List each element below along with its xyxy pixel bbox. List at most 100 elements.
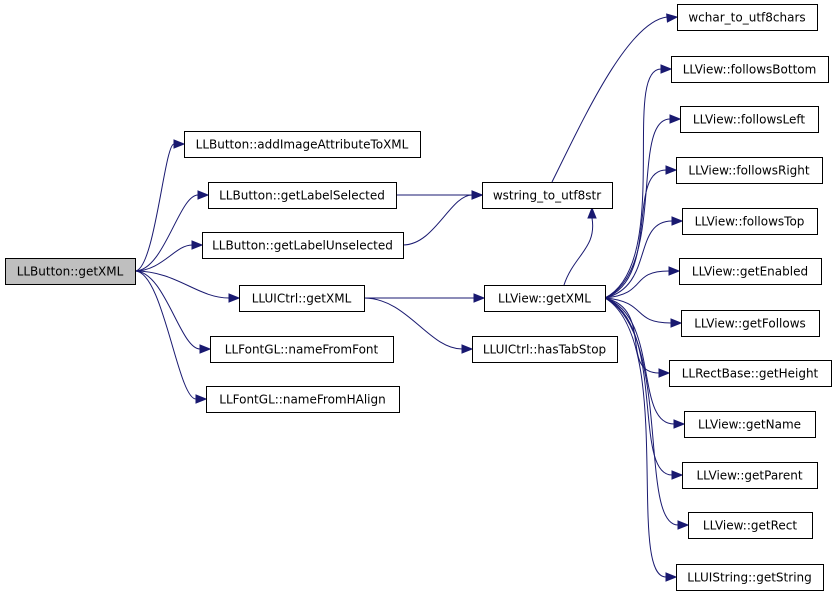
node-label: LLView::getRect: [703, 519, 797, 533]
node-label: LLFontGL::nameFromFont: [225, 343, 379, 357]
edge-llview-getxml-to-llview-getenabled: [604, 266, 681, 299]
node-llbutton-getxml[interactable]: LLButton::getXML: [5, 258, 136, 285]
node-box: [671, 56, 829, 83]
edge-line: [604, 297, 673, 476]
edge-lluictrl-getxml-to-lluictrl-hastabstop: [363, 297, 474, 354]
edge-line: [134, 244, 193, 272]
node-label: LLView::getParent: [696, 469, 802, 483]
node-label: LLView::getXML: [498, 292, 591, 306]
edge-line: [134, 270, 230, 299]
node-llview-followsleft[interactable]: LLView::followsLeft: [680, 106, 819, 133]
edge-llbutton-getxml-to-llbutton-getlabelunselected: [134, 240, 204, 272]
node-label: LLButton::getLabelSelected: [219, 189, 385, 203]
arrowhead-icon: [587, 206, 597, 219]
node-llbutton-getlabelselected[interactable]: LLButton::getLabelSelected: [208, 182, 397, 209]
edge-line: [604, 68, 662, 299]
arrowhead-icon: [677, 520, 690, 530]
node-lluistring-getstring[interactable]: LLUIString::getString: [676, 564, 824, 591]
node-box: [202, 232, 404, 259]
edge-line: [134, 270, 201, 350]
arrowhead-icon: [673, 419, 686, 429]
node-box: [184, 131, 421, 158]
arrowhead-icon: [173, 139, 186, 149]
edge-line: [604, 220, 673, 299]
node-llview-getname[interactable]: LLView::getName: [684, 411, 816, 438]
node-label: LLUICtrl::hasTabStop: [483, 343, 606, 357]
arrowhead-icon: [191, 240, 204, 250]
edge-line: [604, 297, 667, 578]
edge-llview-getxml-to-llview-followsbottom: [604, 64, 673, 299]
node-llrectbase-getheight[interactable]: LLRectBase::getHeight: [669, 360, 832, 387]
edge-line: [604, 118, 671, 299]
node-llview-followsbottom[interactable]: LLView::followsBottom: [671, 56, 829, 83]
edge-llview-getxml-to-llview-getname: [604, 297, 686, 429]
node-llfontgl-namefromhalign[interactable]: LLFontGL::nameFromHAlign: [206, 386, 400, 413]
node-wchar-to-utf8chars[interactable]: wchar_to_utf8chars: [677, 4, 818, 31]
node-box: [681, 310, 820, 337]
edge-lluictrl-getxml-to-llview-getxml: [363, 293, 486, 303]
node-lluictrl-hastabstop[interactable]: LLUICtrl::hasTabStop: [472, 336, 618, 363]
node-label: LLButton::getLabelUnselected: [212, 239, 393, 253]
node-box: [210, 336, 394, 363]
node-lluictrl-getxml[interactable]: LLUICtrl::getXML: [239, 285, 365, 312]
node-label: LLView::followsRight: [688, 164, 809, 178]
node-box: [684, 411, 816, 438]
edge-llview-getxml-to-llview-followstop: [604, 216, 684, 299]
node-box: [482, 182, 613, 209]
edge-llbutton-getxml-to-llbutton-addimageattributetoxml: [134, 139, 186, 272]
edge-line: [604, 297, 675, 425]
node-label: wchar_to_utf8chars: [688, 11, 805, 25]
node-llview-getrect[interactable]: LLView::getRect: [688, 512, 813, 539]
arrowhead-icon: [666, 13, 679, 23]
node-llview-getenabled[interactable]: LLView::getEnabled: [679, 258, 822, 285]
edge-line: [363, 297, 463, 350]
node-label: LLFontGL::nameFromHAlign: [219, 393, 385, 407]
node-llview-followstop[interactable]: LLView::followsTop: [682, 208, 818, 235]
node-label: LLRectBase::getHeight: [682, 367, 819, 381]
edge-llview-getxml-to-llview-getparent: [604, 297, 684, 480]
node-box: [669, 360, 832, 387]
node-label: LLView::getEnabled: [692, 265, 808, 279]
edge-line: [134, 194, 199, 272]
node-label: LLView::getName: [698, 418, 801, 432]
edge-line: [604, 270, 670, 299]
edge-llview-getxml-to-llview-getfollows: [604, 297, 683, 328]
node-box: [682, 208, 818, 235]
edge-llbutton-getxml-to-llfontgl-namefromfont: [134, 270, 212, 354]
node-llview-getxml[interactable]: LLView::getXML: [484, 285, 606, 312]
node-box: [676, 564, 824, 591]
arrowhead-icon: [660, 64, 673, 74]
edges-layer: [134, 13, 690, 582]
edge-line: [563, 217, 594, 286]
arrowhead-icon: [665, 572, 678, 582]
node-llview-getparent[interactable]: LLView::getParent: [682, 462, 818, 489]
arrowhead-icon: [668, 266, 681, 276]
arrowhead-icon: [671, 216, 684, 226]
arrowhead-icon: [471, 190, 484, 200]
edge-line: [604, 297, 660, 374]
node-llbutton-getlabelunselected[interactable]: LLButton::getLabelUnselected: [202, 232, 404, 259]
arrowhead-icon: [670, 318, 683, 328]
node-llfontgl-namefromfont[interactable]: LLFontGL::nameFromFont: [210, 336, 394, 363]
node-label: LLView::followsTop: [695, 215, 805, 229]
edge-llbutton-getlabelunselected-to-wstring-to-utf8str: [402, 190, 484, 246]
node-label: LLView::getFollows: [694, 317, 806, 331]
node-wstring-to-utf8str[interactable]: wstring_to_utf8str: [482, 182, 613, 209]
arrowhead-icon: [228, 293, 241, 303]
node-llview-followsright[interactable]: LLView::followsRight: [676, 157, 823, 184]
nodes-layer: LLButton::getXML LLButton::addImageAttrib…: [5, 4, 832, 591]
edge-wstring-to-utf8str-to-wchar-to-utf8chars: [551, 13, 679, 183]
node-llbutton-addimageattributetoxml[interactable]: LLButton::addImageAttributeToXML: [184, 131, 421, 158]
edge-llview-getxml-to-llrectbase-getheight: [604, 297, 671, 378]
node-box: [208, 182, 397, 209]
edge-llview-getxml-to-wstring-to-utf8str: [563, 206, 597, 286]
arrowhead-icon: [199, 344, 212, 354]
node-llview-getfollows[interactable]: LLView::getFollows: [681, 310, 820, 337]
arrowhead-icon: [658, 368, 671, 378]
edge-llbutton-getxml-to-llbutton-getlabelselected: [134, 190, 210, 272]
node-label: LLUICtrl::getXML: [252, 292, 352, 306]
edge-llbutton-getxml-to-llfontgl-namefromhalign: [134, 270, 208, 404]
edge-llview-getxml-to-llview-followsright: [604, 165, 678, 299]
node-label: LLButton::getXML: [17, 265, 124, 279]
